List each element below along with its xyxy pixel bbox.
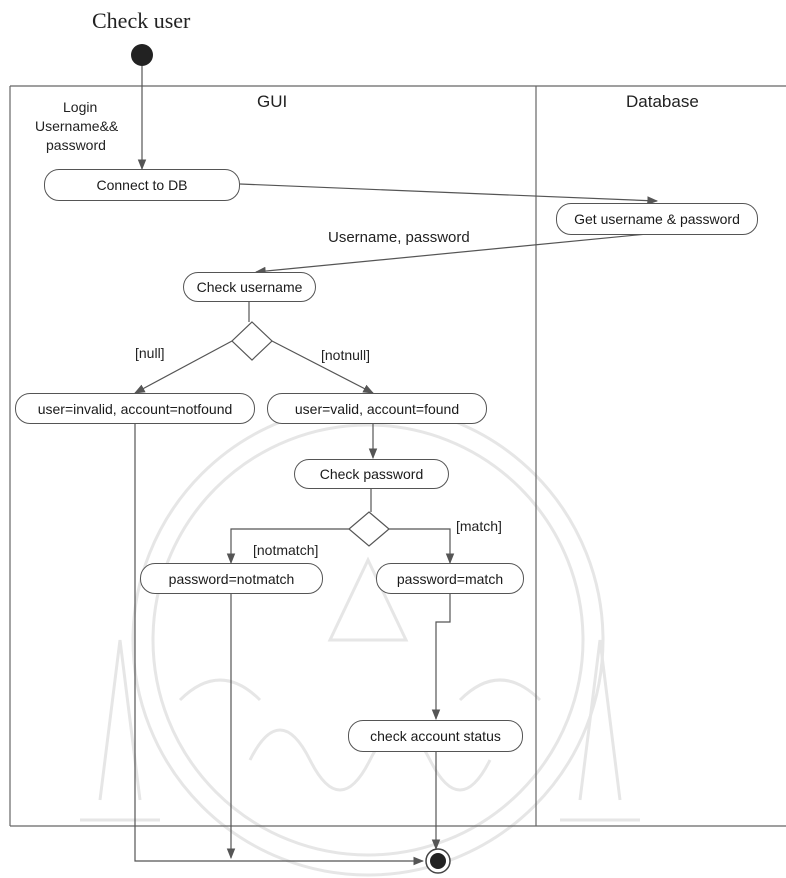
node-user-invalid: user=invalid, account=notfound	[15, 393, 255, 424]
login-label-line3: password	[46, 137, 106, 153]
decision-diamond-username	[231, 321, 273, 361]
flow-connect-db	[239, 183, 659, 205]
username-password-label: Username, password	[328, 229, 470, 246]
node-check-username: Check username	[183, 272, 316, 302]
node-check-password: Check password	[294, 459, 449, 489]
node-connect-to-db: Connect to DB	[44, 169, 240, 201]
flow-null	[134, 340, 233, 394]
login-label-line2: Username&&	[35, 118, 119, 134]
final-node-inner	[430, 853, 446, 869]
node-user-valid: user=valid, account=found	[267, 393, 487, 424]
decision-diamond-password	[348, 511, 390, 547]
guard-notnull: [notnull]	[321, 347, 371, 363]
flow-match	[389, 528, 455, 565]
node-get-username-password: Get username & password	[556, 203, 758, 235]
guard-notmatch: [notmatch]	[253, 542, 319, 558]
guard-match: [match]	[456, 518, 502, 534]
flow-match-account-status	[431, 594, 451, 721]
flow-invalid-final	[134, 424, 425, 866]
node-password-match: password=match	[376, 563, 524, 594]
node-password-notmatch: password=notmatch	[140, 563, 323, 594]
login-label-line1: Login	[63, 99, 98, 115]
node-check-account-status: check account status	[348, 720, 523, 752]
initial-node	[131, 44, 153, 66]
flow-notmatch	[226, 528, 349, 565]
flow-db-check-username	[254, 233, 648, 276]
diagram-title: Check user	[92, 8, 191, 33]
flow-notnull	[271, 340, 374, 394]
guard-null: [null]	[135, 345, 165, 361]
lane-title-gui: GUI	[257, 92, 288, 111]
lane-title-database: Database	[626, 92, 699, 111]
